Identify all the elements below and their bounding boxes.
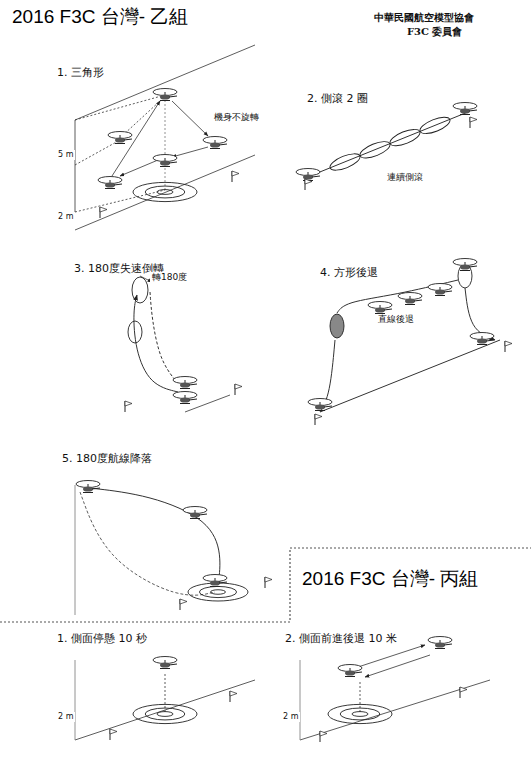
guide-line <box>300 680 490 740</box>
landing-circle <box>328 704 392 723</box>
helicopter-icon <box>203 137 227 149</box>
helicopter-icon <box>173 392 197 404</box>
manoeuvre-title: 4. 方形後退 <box>318 266 380 279</box>
helicopter-icon <box>153 89 177 101</box>
helicopter-icon <box>153 657 177 669</box>
flag-marker <box>265 577 272 588</box>
flag-marker <box>470 117 477 128</box>
rotation-ring <box>132 277 148 303</box>
landing-circle <box>188 583 248 601</box>
guide-line <box>320 340 500 412</box>
helicopter-icon <box>173 377 197 389</box>
manoeuvre-title: 1. 側面停懸 10 秒 <box>55 632 149 645</box>
manoeuvre-title: 1. 三角形 <box>55 66 106 79</box>
guide-line <box>75 660 76 740</box>
note: 機身不旋轉 <box>212 112 261 123</box>
flag-marker <box>100 207 107 218</box>
helicopter-icon <box>368 302 392 314</box>
flag-marker <box>232 171 239 182</box>
guide-line <box>90 488 220 585</box>
guide-line <box>134 295 178 392</box>
guide-line <box>172 101 208 136</box>
note: 直線後退 <box>376 314 416 325</box>
guide-line <box>360 680 361 712</box>
flag-marker <box>315 414 322 425</box>
flag-marker <box>125 401 132 412</box>
guide-line <box>165 100 166 190</box>
note: 轉180度 <box>150 272 189 283</box>
landing-circle <box>133 704 197 723</box>
helicopter-icon <box>428 637 452 649</box>
helicopter-icon <box>453 259 477 271</box>
guide-line <box>150 292 175 380</box>
guide-line <box>120 160 158 176</box>
helicopter-icon <box>98 177 122 189</box>
helicopter-icon <box>76 481 100 493</box>
guide-line <box>112 101 160 176</box>
guide-line <box>185 395 230 412</box>
dimension: 2 m <box>56 212 75 222</box>
guide-line <box>337 280 458 313</box>
helicopter-icon <box>153 155 177 167</box>
note: 連續側滾 <box>385 172 425 183</box>
rotation-ring <box>458 264 472 288</box>
guide-line <box>465 288 495 340</box>
manoeuvre-title: 5. 180度航線降落 <box>60 452 154 465</box>
dimension: 2 m <box>281 712 300 722</box>
helicopter-icon <box>203 575 227 587</box>
guide-line <box>355 645 425 668</box>
guide-line <box>80 492 215 595</box>
rotation-ring <box>128 321 142 343</box>
guide-line <box>172 147 208 157</box>
roll-loop <box>358 138 392 161</box>
page-title: 2016 F3C 台灣- 乙組 <box>10 6 190 29</box>
drawing <box>0 45 531 742</box>
dimension: 5 m <box>56 150 75 160</box>
guide-line <box>300 660 301 740</box>
guide-line <box>75 155 255 230</box>
guide-line <box>75 140 120 165</box>
committee-name: F3C 委員會 <box>405 26 465 38</box>
flag-marker <box>505 341 512 352</box>
manoeuvre-title: 2. 側面前進後退 10 米 <box>283 632 399 645</box>
helicopter-icon <box>108 132 132 144</box>
dimension: 2 m <box>56 712 75 722</box>
guide-line <box>75 95 165 120</box>
flag-marker <box>110 729 117 740</box>
helicopter-icon <box>398 293 422 305</box>
flag-marker <box>180 599 187 610</box>
guide-line <box>75 485 76 615</box>
helicopter-icon <box>183 507 207 519</box>
helicopter-icon <box>428 284 452 296</box>
manoeuvre-title: 2. 側滾 2 圈 <box>305 92 370 105</box>
organisation-name: 中華民國航空模型協會 <box>372 12 476 24</box>
helicopter-icon <box>308 399 332 411</box>
guide-line <box>305 112 468 178</box>
flag-marker <box>305 179 312 190</box>
landing-circle <box>133 182 197 201</box>
helicopter-icon <box>338 665 362 677</box>
helicopter-icon <box>470 333 494 345</box>
flag-marker <box>320 731 327 742</box>
roll-loop <box>328 150 362 173</box>
section-title: 2016 F3C 台灣- 丙組 <box>300 568 480 591</box>
guide-line <box>365 655 430 677</box>
roll-loop <box>388 126 422 149</box>
flag-marker <box>235 384 242 395</box>
section-divider <box>0 548 531 622</box>
flag-marker <box>230 691 237 702</box>
rotation-ring <box>330 314 344 338</box>
helicopter-icon <box>296 169 320 181</box>
flag-marker <box>460 687 467 698</box>
helicopter-icon <box>453 103 477 115</box>
guide-line <box>165 672 166 712</box>
guide-line <box>122 101 160 136</box>
roll-loop <box>418 114 452 137</box>
